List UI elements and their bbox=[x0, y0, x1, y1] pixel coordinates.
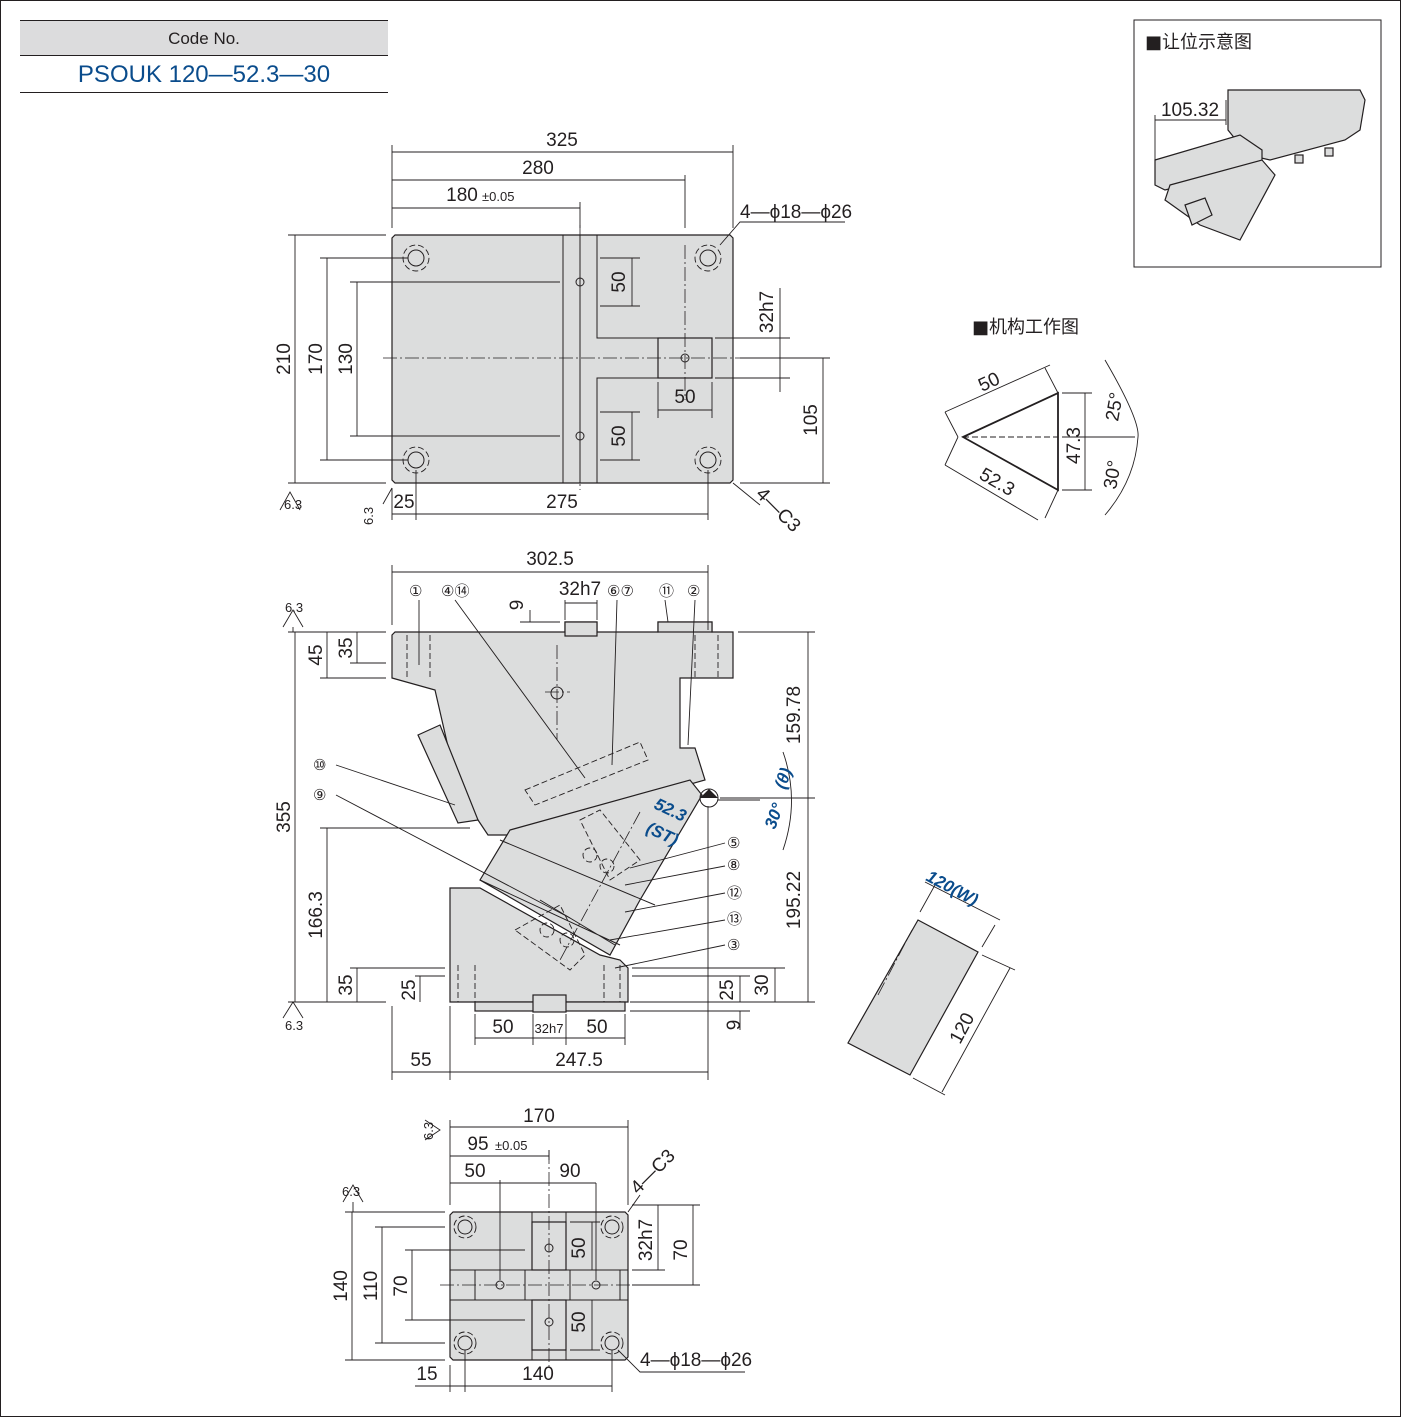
roughness-mark: 6.3 bbox=[284, 497, 302, 512]
dim-170: 170 bbox=[523, 1106, 555, 1127]
dim-120: 120 bbox=[946, 1009, 979, 1047]
dim-325: 325 bbox=[546, 130, 578, 151]
dim-55: 55 bbox=[410, 1050, 431, 1071]
hole-spec: 4—ϕ18—ϕ26 bbox=[640, 1350, 752, 1371]
width-label: 120(W) bbox=[923, 867, 981, 910]
label-12: ⑫ bbox=[727, 885, 742, 902]
label-13: ⑬ bbox=[727, 911, 742, 928]
dim-25-left: 25 bbox=[399, 979, 420, 1000]
dim-90: 90 bbox=[559, 1161, 580, 1182]
tolerance: ±0.05 bbox=[482, 189, 514, 204]
angle-25: 25° bbox=[1102, 391, 1128, 423]
clearance-view: ■让位示意图 105.32 bbox=[1133, 19, 1382, 268]
dim-105: 105 bbox=[801, 404, 822, 436]
dim-35-top: 35 bbox=[336, 637, 357, 658]
dim-105-32: 105.32 bbox=[1161, 100, 1219, 121]
label-8: ⑧ bbox=[727, 857, 740, 874]
dim-32h7-bottom: 32h7 bbox=[535, 1021, 564, 1036]
dim-50-right: 50 bbox=[586, 1017, 607, 1038]
dim-95: 95 bbox=[467, 1134, 488, 1155]
side-plate-10 bbox=[417, 724, 479, 824]
chamfer-note: 4—C3 bbox=[751, 484, 804, 537]
dim-50-upper: 50 bbox=[609, 271, 630, 292]
dim-32h7-top: 32h7 bbox=[559, 579, 601, 600]
bottom-plate bbox=[449, 1211, 629, 1361]
dim-25-right: 25 bbox=[717, 979, 738, 1000]
dim-9-top: 9 bbox=[507, 600, 528, 611]
roughness-mark: 6.3 bbox=[421, 1122, 436, 1140]
width-view: 120(W) 120 bbox=[847, 867, 1016, 1096]
dim-140-horizontal: 140 bbox=[522, 1364, 554, 1385]
dim-50: 50 bbox=[464, 1161, 485, 1182]
top-key-2 bbox=[657, 621, 713, 633]
top-view: 325 280 180 ±0.05 4—ϕ18—ϕ26 50 50 50 32h… bbox=[274, 130, 852, 537]
hole-spec: 4—ϕ18—ϕ26 bbox=[740, 202, 852, 223]
dim-32h7: 32h7 bbox=[636, 1219, 657, 1261]
dim-32h7: 32h7 bbox=[757, 291, 778, 333]
dim-170: 170 bbox=[306, 343, 327, 375]
dim-50: 50 bbox=[975, 369, 1003, 397]
tolerance: ±0.05 bbox=[495, 1138, 527, 1153]
dim-180: 180 bbox=[446, 185, 478, 206]
angle-theta: (θ) bbox=[771, 765, 796, 791]
angle-30: 30° bbox=[761, 801, 788, 832]
label-3: ③ bbox=[727, 937, 740, 954]
mechanism-view: ■机构工作图 50 52.3 47.3 25° 30° bbox=[944, 317, 1139, 521]
bottom-key bbox=[532, 994, 567, 1013]
dim-140-vertical: 140 bbox=[331, 1270, 352, 1302]
dim-210: 210 bbox=[274, 343, 295, 375]
code-number-box: Code No. PSOUK 120—52.3—30 bbox=[20, 20, 388, 93]
dim-30: 30 bbox=[752, 974, 773, 995]
label-6-7: ⑥⑦ bbox=[607, 583, 634, 600]
dim-25: 25 bbox=[393, 492, 414, 513]
front-view: 302.5 32h7 9 45 35 355 166.3 35 25 159.7… bbox=[274, 549, 815, 1080]
dim-355: 355 bbox=[274, 801, 295, 833]
dim-280: 280 bbox=[522, 158, 554, 179]
section-title-mechanism: ■机构工作图 bbox=[972, 317, 1079, 338]
top-key bbox=[564, 621, 598, 637]
label-1: ① bbox=[409, 583, 422, 600]
dim-50-key: 50 bbox=[674, 387, 695, 408]
dim-50-upper: 50 bbox=[569, 1237, 590, 1258]
dim-70-right: 70 bbox=[671, 1239, 692, 1260]
dim-50-lower: 50 bbox=[609, 425, 630, 446]
dim-15: 15 bbox=[416, 1364, 437, 1385]
angle-30: 30° bbox=[1100, 459, 1126, 491]
dim-50-left: 50 bbox=[492, 1017, 513, 1038]
part-labels: ① ④⑭ ⑥⑦ ⑪ ② ⑩ ⑨ ⑤ ⑧ ⑫ ⑬ ③ bbox=[313, 583, 742, 969]
dim-195-22: 195.22 bbox=[784, 871, 805, 929]
section-title-clearance: ■让位示意图 bbox=[1145, 32, 1252, 53]
dim-159-78: 159.78 bbox=[784, 686, 805, 744]
label-2: ② bbox=[687, 583, 700, 600]
label-4-14: ④⑭ bbox=[441, 583, 469, 600]
dim-35-bottom: 35 bbox=[336, 974, 357, 995]
code-value: PSOUK 120—52.3—30 bbox=[20, 56, 388, 93]
mechanism-triangle bbox=[961, 391, 1059, 492]
label-9: ⑨ bbox=[313, 787, 326, 804]
label-5: ⑤ bbox=[727, 835, 740, 852]
roughness-mark: 6.3 bbox=[342, 1184, 360, 1199]
roughness-mark: 6.3 bbox=[285, 1018, 303, 1033]
dim-247-5: 247.5 bbox=[555, 1050, 603, 1071]
roughness-mark: 6.3 bbox=[285, 600, 303, 615]
counterbore-hole bbox=[453, 1215, 624, 1355]
dim-45: 45 bbox=[306, 644, 327, 665]
dim-166-3: 166.3 bbox=[306, 891, 327, 939]
code-label: Code No. bbox=[20, 20, 388, 56]
dim-302-5: 302.5 bbox=[526, 549, 574, 570]
bottom-view: 170 95 ±0.05 50 90 4—C3 140 110 70 50 50… bbox=[331, 1106, 752, 1392]
width-block bbox=[847, 919, 979, 1076]
dim-130: 130 bbox=[336, 343, 357, 375]
label-11: ⑪ bbox=[659, 583, 674, 600]
label-10: ⑩ bbox=[313, 757, 326, 774]
dim-50-lower: 50 bbox=[569, 1311, 590, 1332]
dim-47-3: 47.3 bbox=[1064, 427, 1085, 464]
dim-70: 70 bbox=[391, 1275, 412, 1296]
dim-9-bottom: 9 bbox=[724, 1020, 745, 1031]
chamfer-note: 4—C3 bbox=[627, 1146, 680, 1199]
roughness-mark: 6.3 bbox=[361, 507, 376, 525]
dim-275: 275 bbox=[546, 492, 578, 513]
dim-110: 110 bbox=[361, 1271, 382, 1301]
